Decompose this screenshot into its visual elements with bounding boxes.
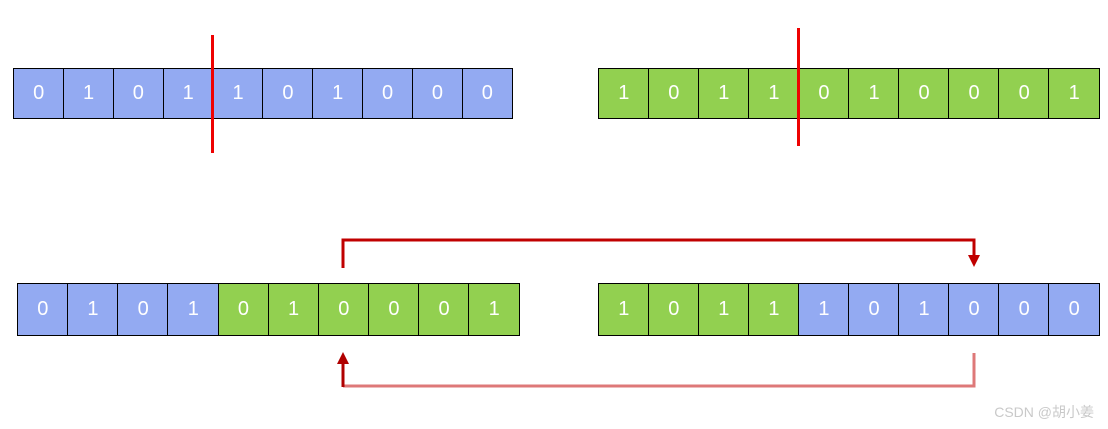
bottom-exchange-arrowhead-icon <box>337 352 349 364</box>
gene-cell: 0 <box>948 283 1000 336</box>
gene-cell: 0 <box>217 283 270 336</box>
gene-cell: 1 <box>848 68 900 119</box>
gene-cell: 0 <box>418 283 470 336</box>
gene-cell: 1 <box>312 68 364 119</box>
gene-cell: 1 <box>267 283 320 336</box>
gene-cell: 1 <box>67 283 119 336</box>
top-exchange-arrow <box>341 238 976 268</box>
gene-cell: 1 <box>798 283 850 336</box>
gene-cell: 0 <box>368 283 420 336</box>
gene-cell: 1 <box>748 68 800 119</box>
gene-cell: 1 <box>167 283 220 336</box>
gene-cell: 0 <box>117 283 169 336</box>
gene-cell: 1 <box>748 283 800 336</box>
crossover-line-parent2 <box>797 28 800 146</box>
gene-cell: 0 <box>317 283 370 336</box>
watermark-text: CSDN @胡小姜 <box>994 404 1094 420</box>
gene-cell: 1 <box>898 283 950 336</box>
gene-cell: 0 <box>898 68 950 119</box>
crossover-line-parent1 <box>211 35 214 153</box>
gene-cell: 0 <box>262 68 314 119</box>
gene-cell: 1 <box>162 68 214 119</box>
gene-cell: 0 <box>461 68 513 119</box>
gene-cell: 0 <box>1048 283 1100 336</box>
gene-cell: 0 <box>998 68 1050 119</box>
gene-cell: 0 <box>13 68 65 119</box>
gene-cell: 1 <box>698 68 750 119</box>
gene-cell: 1 <box>212 68 264 119</box>
gene-cell: 1 <box>62 68 115 119</box>
gene-cell: 0 <box>648 283 700 336</box>
gene-cell: 1 <box>698 283 750 336</box>
bottom-exchange-arrow <box>343 353 976 388</box>
gene-cell: 1 <box>468 283 521 336</box>
gene-cell: 0 <box>411 68 464 119</box>
gene-cell: 1 <box>598 283 650 336</box>
gene-cell: 1 <box>598 68 650 119</box>
gene-cell: 0 <box>112 68 165 119</box>
gene-cell: 1 <box>1048 68 1100 119</box>
gene-cell: 0 <box>361 68 414 119</box>
gene-cell: 0 <box>648 68 700 119</box>
gene-cell: 0 <box>17 283 69 336</box>
top-exchange-arrowhead-icon <box>968 255 980 267</box>
gene-cell: 0 <box>998 283 1050 336</box>
gene-cell: 0 <box>948 68 1000 119</box>
gene-cell: 0 <box>798 68 850 119</box>
gene-cell: 0 <box>848 283 900 336</box>
